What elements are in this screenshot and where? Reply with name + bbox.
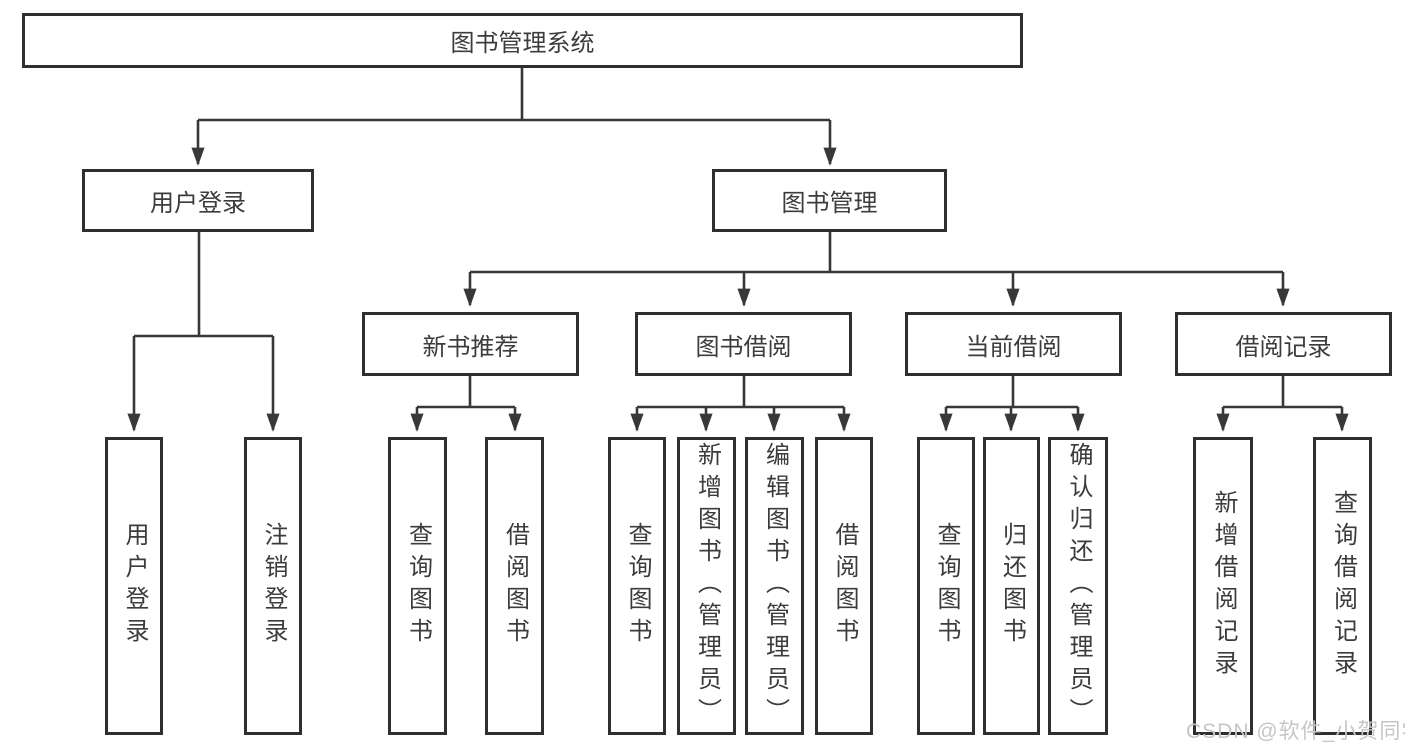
- node-current-borrow: 当前借阅: [905, 312, 1122, 376]
- node-leaf-confirm-return-admin: 确认归还（管理员）: [1048, 437, 1108, 735]
- node-leaf-return-books: 归还图书: [983, 437, 1040, 735]
- node-leaf-edit-books-admin: 编辑图书（管理员）: [745, 437, 804, 735]
- node-leaf-user-login: 用户登录: [105, 437, 163, 735]
- node-book-mgmt: 图书管理: [712, 169, 947, 232]
- edge-root-trunk: [198, 66, 830, 122]
- watermark: CSDN @软件_小贺同学: [1186, 720, 1405, 743]
- node-book-borrow: 图书借阅: [635, 312, 852, 376]
- node-user-login: 用户登录: [82, 169, 314, 232]
- node-root: 图书管理系统: [22, 13, 1023, 68]
- edge-current-borrow-trunk: [946, 376, 1078, 409]
- node-leaf-add-borrow-record: 新增借阅记录: [1193, 437, 1253, 735]
- edge-new-book-rec-trunk: [417, 376, 515, 409]
- node-leaf-borrow-books-2: 借阅图书: [815, 437, 873, 735]
- edge-book-mgmt-trunk: [470, 232, 1283, 274]
- node-leaf-add-books-admin: 新增图书（管理员）: [677, 437, 736, 735]
- edge-book-borrow-trunk: [637, 376, 844, 409]
- edge-user-login-trunk: [134, 232, 273, 338]
- node-leaf-query-borrow-record: 查询借阅记录: [1313, 437, 1372, 735]
- node-leaf-borrow-books-1: 借阅图书: [485, 437, 544, 735]
- node-leaf-query-books-1: 查询图书: [388, 437, 447, 735]
- node-leaf-logout: 注销登录: [244, 437, 302, 735]
- edge-borrow-records-trunk: [1223, 376, 1342, 409]
- node-leaf-query-books-2: 查询图书: [608, 437, 666, 735]
- node-leaf-query-books-3: 查询图书: [917, 437, 975, 735]
- node-borrow-records: 借阅记录: [1175, 312, 1392, 376]
- node-new-book-rec: 新书推荐: [362, 312, 579, 376]
